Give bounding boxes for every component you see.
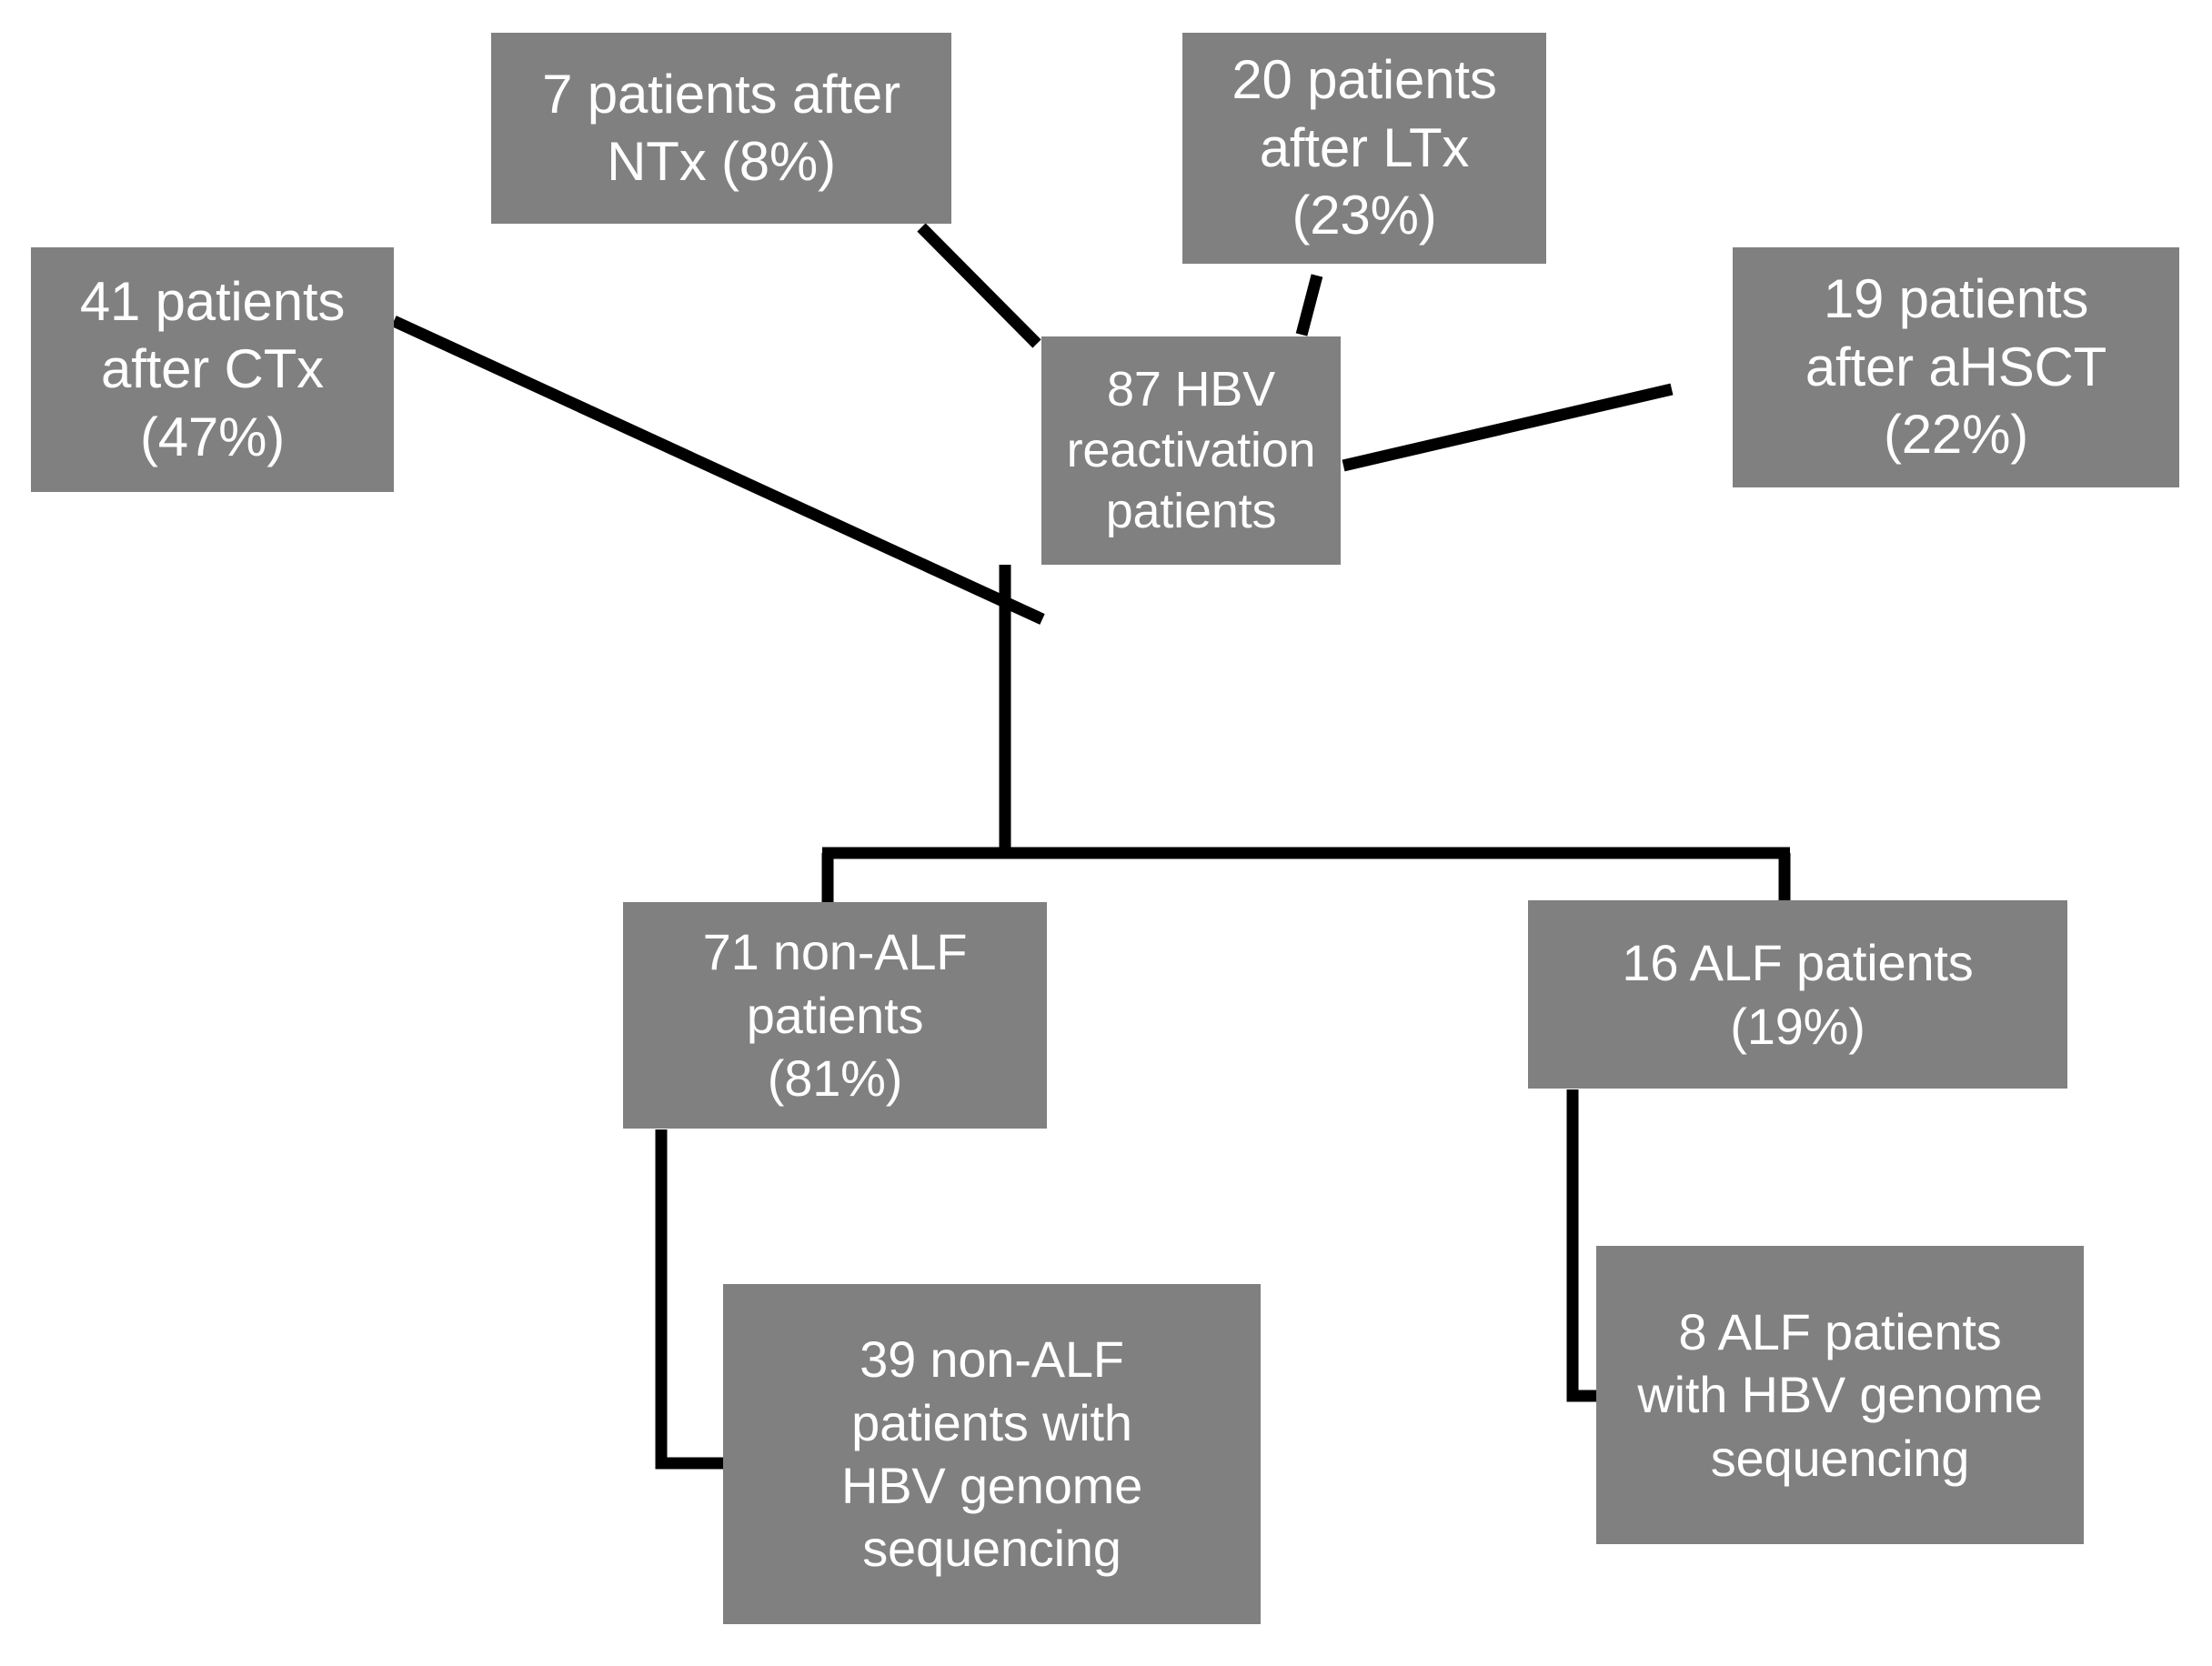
edge-ntx-to-root — [917, 223, 1041, 348]
edge-nonalf-to-nonalf-seq — [655, 1129, 728, 1470]
node-ltx[interactable]: 20 patients after LTx (23%) — [1182, 33, 1546, 264]
node-root-hbv-reactivation[interactable]: 87 HBV reactivation patients — [1041, 336, 1341, 565]
node-alf-sequencing[interactable]: 8 ALF patients with HBV genome sequencin… — [1596, 1246, 2084, 1544]
node-alf-patients[interactable]: 16 ALF patients (19%) — [1528, 900, 2067, 1089]
edge-ctx-to-root — [391, 316, 1045, 625]
node-ctx[interactable]: 41 patients after CTx (47%) — [31, 247, 394, 492]
node-non-alf-patients[interactable]: 71 non-ALF patients (81%) — [623, 902, 1047, 1129]
edge-ahsct-to-root — [1342, 383, 1674, 472]
node-ahsct[interactable]: 19 patients after aHSCT (22%) — [1733, 247, 2179, 487]
edge-ltx-to-root — [1295, 274, 1323, 336]
node-non-alf-sequencing[interactable]: 39 non-ALF patients with HBV genome sequ… — [723, 1284, 1261, 1624]
node-ntx[interactable]: 7 patients after NTx (8%) — [491, 33, 951, 224]
